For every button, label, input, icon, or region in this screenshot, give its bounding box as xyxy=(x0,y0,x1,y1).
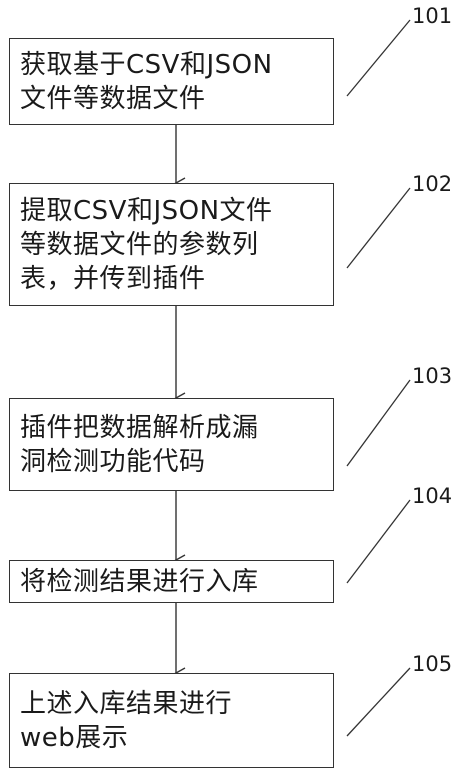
step-label-101: 101 xyxy=(412,4,453,28)
leader-line-101 xyxy=(346,19,411,97)
step-box-102: 提取CSV和JSON文件 等数据文件的参数列 表，并传到插件 xyxy=(9,183,334,306)
step-box-103: 插件把数据解析成漏 洞检测功能代码 xyxy=(9,398,334,491)
step-101-line-2: 文件等数据文件 xyxy=(20,83,206,114)
step-label-103: 103 xyxy=(412,364,453,388)
step-103-line-1: 插件把数据解析成漏 xyxy=(20,412,259,443)
step-105-line-2: web展示 xyxy=(20,722,129,753)
step-box-104: 将检测结果进行入库 xyxy=(9,560,334,603)
step-label-105: 105 xyxy=(412,652,453,676)
leader-line-103 xyxy=(346,379,411,467)
step-105-line-1: 上述入库结果进行 xyxy=(20,688,233,719)
leader-line-105 xyxy=(346,667,411,737)
step-label-102: 102 xyxy=(412,172,453,196)
step-102-line-1: 提取CSV和JSON文件 xyxy=(20,195,273,226)
step-box-105: 上述入库结果进行 web展示 xyxy=(9,673,334,768)
step-box-101: 获取基于CSV和JSON 文件等数据文件 xyxy=(9,38,334,125)
step-104-line-1: 将检测结果进行入库 xyxy=(20,566,259,597)
leader-line-104 xyxy=(346,499,411,584)
step-label-104: 104 xyxy=(412,484,453,508)
step-102-line-2: 等数据文件的参数列 xyxy=(20,229,259,260)
leader-line-102 xyxy=(346,187,411,269)
step-102-line-3: 表，并传到插件 xyxy=(20,263,206,294)
step-101-line-1: 获取基于CSV和JSON xyxy=(20,49,273,80)
step-103-line-2: 洞检测功能代码 xyxy=(20,446,206,477)
